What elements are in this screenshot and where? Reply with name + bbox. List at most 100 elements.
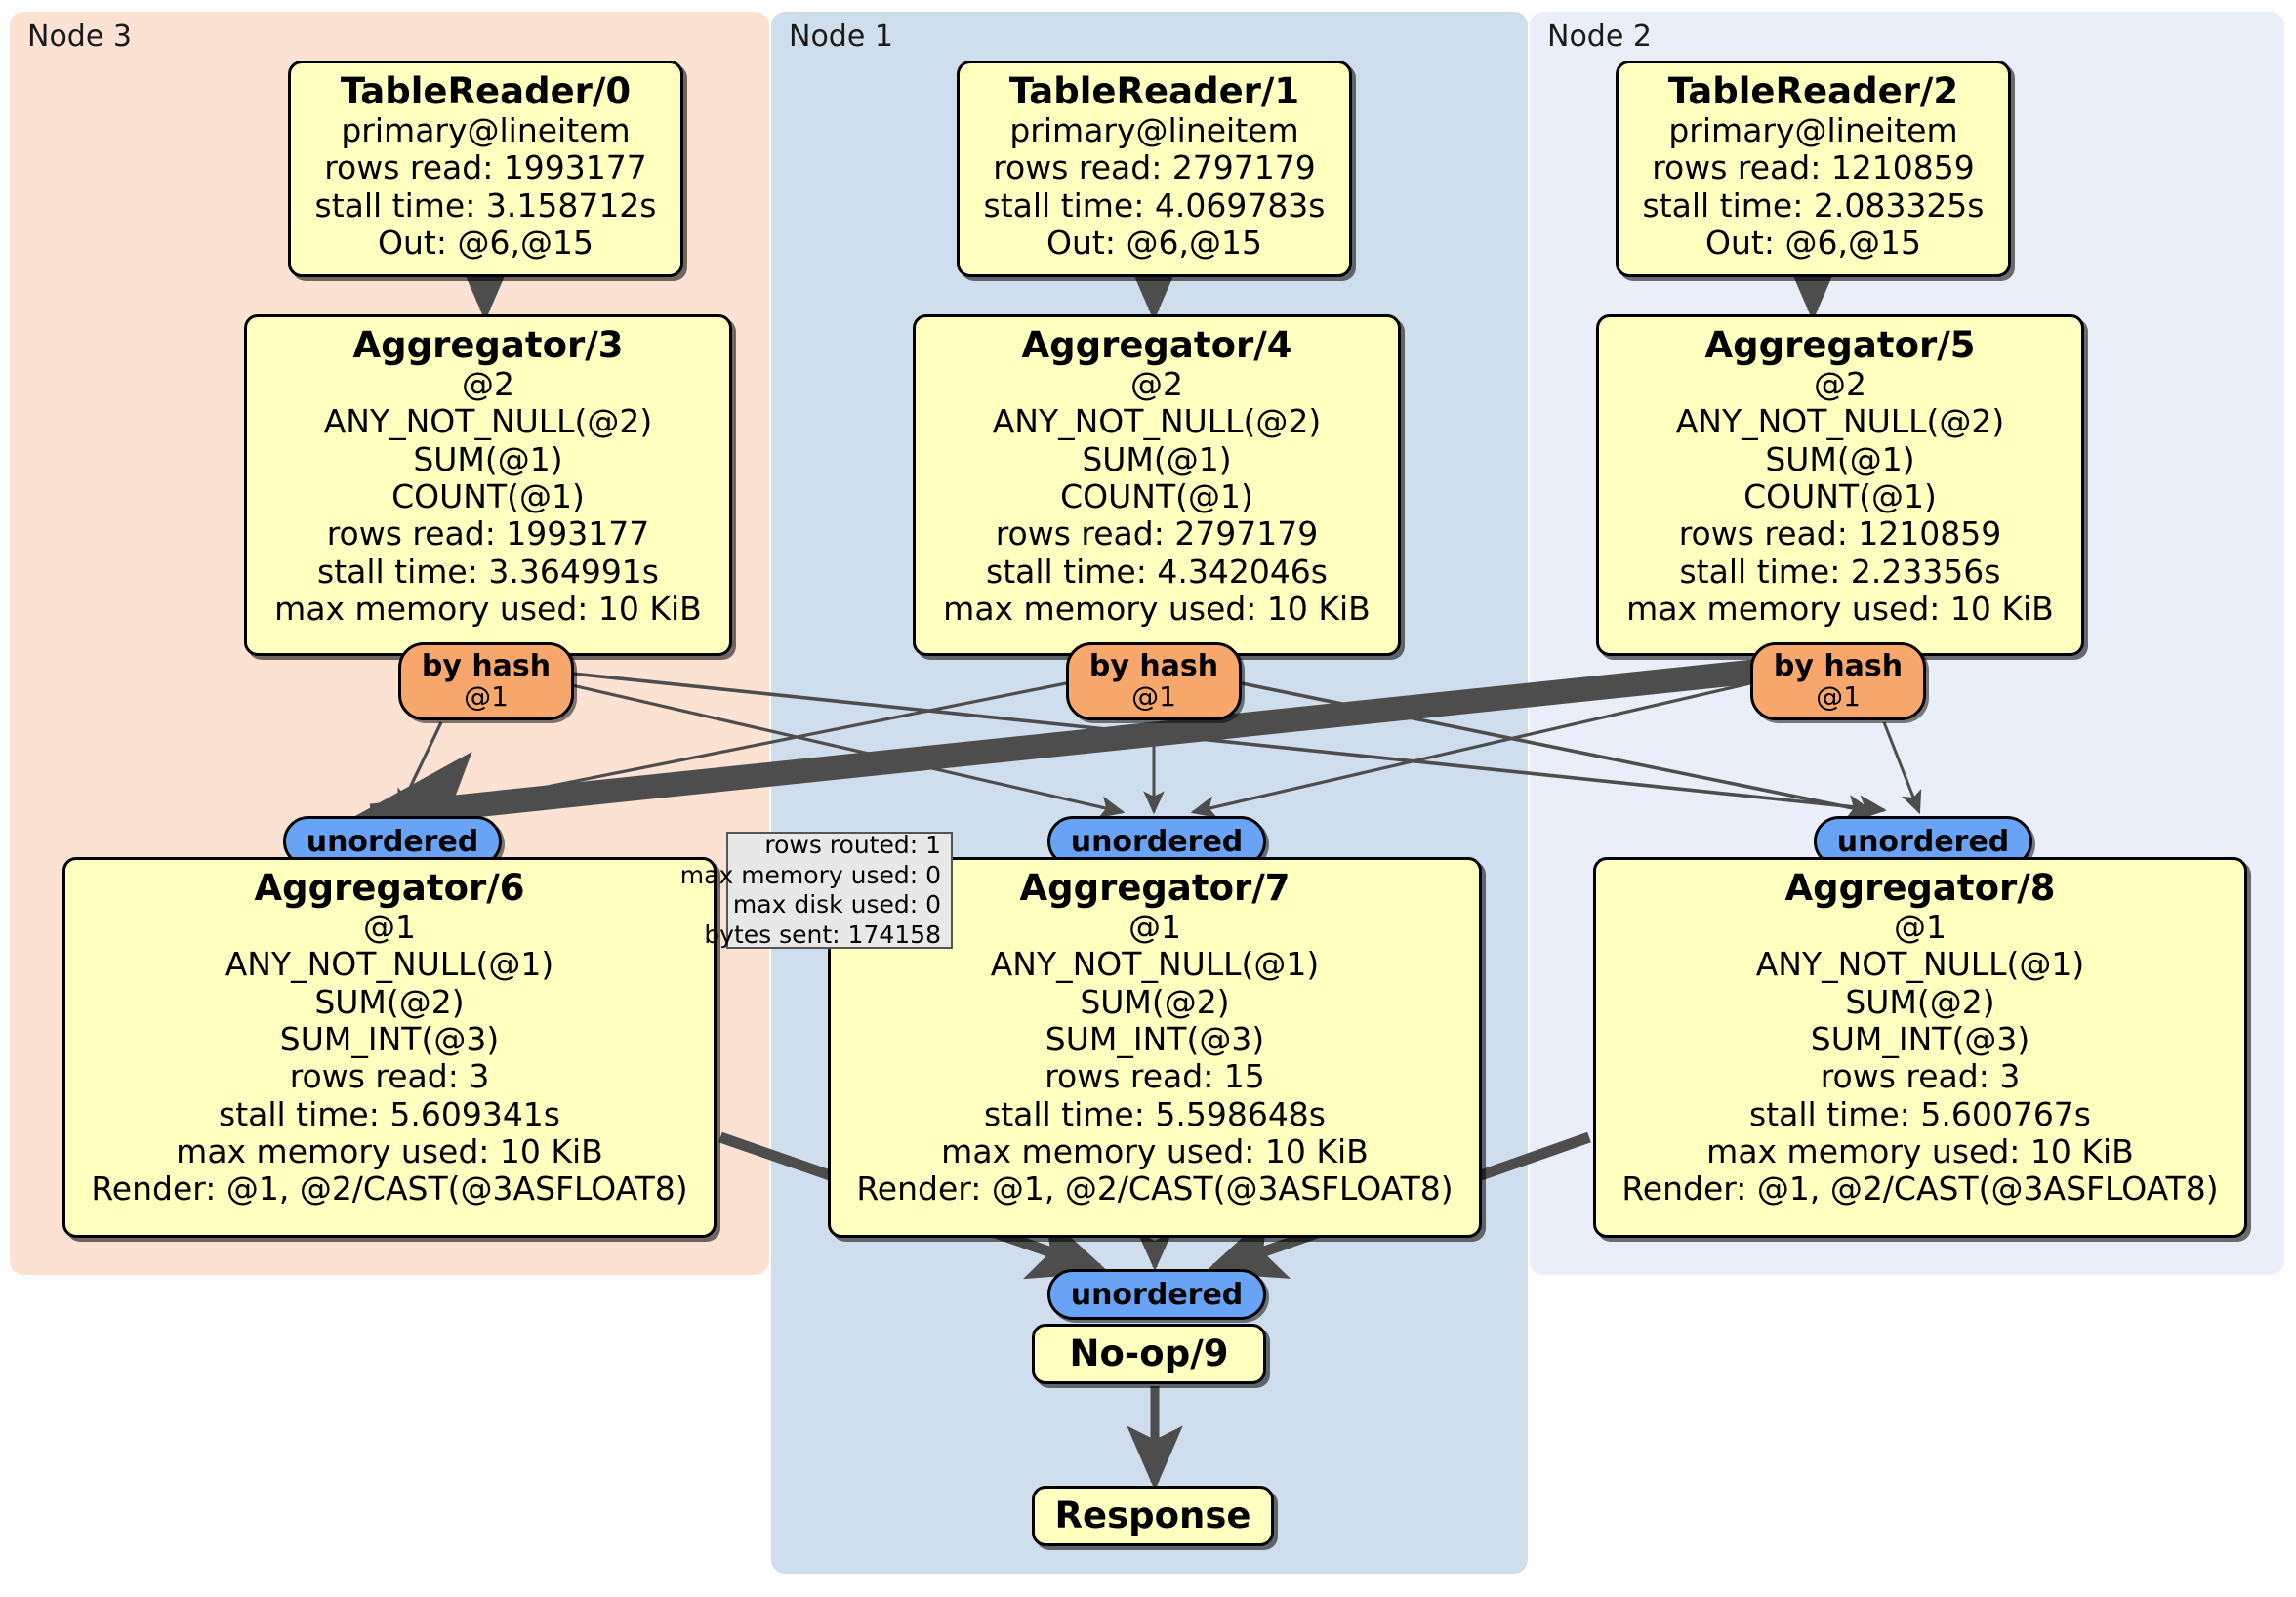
processor-title: No-op/9: [1069, 1331, 1229, 1374]
processor-line: stall time: 3.158712s: [314, 185, 657, 225]
stats-line: max memory used: 0: [679, 860, 941, 889]
stats-line: max disk used: 0: [732, 890, 941, 919]
processor-line: max memory used: 10 KiB: [1626, 589, 2054, 628]
router-subtitle: @1: [1131, 680, 1176, 714]
router-title: by hash: [1773, 649, 1904, 684]
router-title: by hash: [1088, 649, 1219, 684]
processor-line: COUNT(@1): [1743, 476, 1937, 515]
processor-line: rows read: 15: [1045, 1057, 1265, 1096]
processor-line: Out: @6,@15: [378, 223, 594, 262]
processor-line: rows read: 2797179: [995, 514, 1319, 553]
processor-line: stall time: 2.23356s: [1679, 552, 2001, 591]
panel-label-node1: Node 1: [789, 20, 893, 54]
router-byhash-node3[interactable]: by hash @1: [398, 642, 574, 720]
processor-line: SUM_INT(@3): [279, 1019, 500, 1058]
processor-line: ANY_NOT_NULL(@1): [1755, 945, 2085, 984]
processor-line: rows read: 2797179: [993, 148, 1316, 187]
edge-byhash5-unordered8: [1882, 721, 1922, 815]
processor-line: @1: [1894, 908, 1947, 947]
processor-line: @2: [1814, 365, 1866, 404]
processor-tablereader1[interactable]: TableReader/1 primary@lineitem rows read…: [957, 61, 1352, 277]
router-byhash-node1[interactable]: by hash @1: [1066, 642, 1242, 720]
processor-aggregator6[interactable]: Aggregator/6 @1 ANY_NOT_NULL(@1) SUM(@2)…: [62, 857, 717, 1238]
processor-title: Aggregator/7: [1019, 867, 1291, 909]
processor-line: Out: @6,@15: [1046, 223, 1262, 262]
processor-line: SUM(@1): [1765, 439, 1915, 478]
processor-line: ANY_NOT_NULL(@2): [992, 402, 1322, 441]
processor-line: @2: [1130, 365, 1183, 404]
processor-line: rows read: 1993177: [324, 148, 647, 187]
processor-line: primary@lineitem: [341, 111, 631, 150]
processor-line: SUM(@1): [413, 439, 563, 478]
processor-tablereader0[interactable]: TableReader/0 primary@lineitem rows read…: [288, 61, 683, 277]
panel-label-node3: Node 3: [27, 20, 132, 54]
processor-line: rows read: 1210859: [1678, 514, 2002, 553]
processor-line: stall time: 2.083325s: [1642, 185, 1985, 225]
edge-byhash3-unordered8: [571, 672, 1887, 821]
processor-line: max memory used: 10 KiB: [274, 589, 702, 628]
router-title: by hash: [421, 649, 552, 684]
processor-line: ANY_NOT_NULL(@1): [225, 945, 554, 984]
processor-line: SUM(@2): [1845, 982, 1995, 1021]
processor-title: TableReader/2: [1667, 70, 1959, 112]
inbox-title: unordered: [1836, 824, 2010, 859]
processor-line: rows read: 1993177: [326, 514, 650, 553]
processor-line: max memory used: 10 KiB: [943, 589, 1371, 628]
processor-line: SUM(@2): [1080, 982, 1230, 1021]
processor-line: ANY_NOT_NULL(@1): [990, 945, 1320, 984]
processor-title: Response: [1054, 1494, 1251, 1536]
stats-line: rows routed: 1: [764, 831, 941, 859]
stats-line: bytes sent: 174158: [704, 920, 941, 949]
edge-byhash5-unordered6: [351, 659, 1755, 859]
processor-title: Aggregator/4: [1021, 324, 1292, 366]
processor-aggregator5[interactable]: Aggregator/5 @2 ANY_NOT_NULL(@2) SUM(@1)…: [1596, 314, 2084, 656]
processor-line: @1: [363, 908, 416, 947]
processor-response[interactable]: Response: [1032, 1486, 1274, 1546]
processor-line: max memory used: 10 KiB: [941, 1131, 1369, 1170]
processor-line: @1: [1128, 908, 1181, 947]
processor-aggregator8[interactable]: Aggregator/8 @1 ANY_NOT_NULL(@1) SUM(@2)…: [1593, 857, 2247, 1238]
processor-line: Out: @6,@15: [1705, 223, 1921, 262]
processor-line: stall time: 5.609341s: [219, 1094, 560, 1133]
edge-byhash5-unordered7: [1190, 681, 1751, 819]
processor-line: stall time: 4.342046s: [986, 552, 1328, 591]
processor-line: rows read: 1210859: [1652, 148, 1975, 187]
processor-line: Render: @1, @2/CAST(@3ASFLOAT8): [1621, 1169, 2219, 1208]
processor-noop9[interactable]: No-op/9: [1032, 1324, 1266, 1384]
processor-title: Aggregator/5: [1704, 324, 1976, 366]
processor-title: Aggregator/3: [352, 324, 624, 366]
router-byhash-node2[interactable]: by hash @1: [1750, 642, 1926, 720]
processor-line: COUNT(@1): [1060, 476, 1253, 515]
processor-line: Render: @1, @2/CAST(@3ASFLOAT8): [91, 1169, 688, 1208]
processor-line: rows read: 3: [1820, 1057, 2021, 1096]
router-subtitle: @1: [464, 680, 509, 714]
processor-title: TableReader/1: [1008, 70, 1300, 112]
processor-line: COUNT(@1): [391, 476, 585, 515]
processor-line: stall time: 5.600767s: [1749, 1094, 2091, 1133]
processor-line: stall time: 3.364991s: [317, 552, 659, 591]
inbox-title: unordered: [1070, 1277, 1244, 1312]
processor-line: Render: @1, @2/CAST(@3ASFLOAT8): [856, 1169, 1454, 1208]
inbox-unordered-noop9[interactable]: unordered: [1047, 1269, 1266, 1320]
edge-byhash3-unordered7: [571, 683, 1126, 819]
processor-line: max memory used: 10 KiB: [176, 1131, 603, 1170]
processor-tablereader2[interactable]: TableReader/2 primary@lineitem rows read…: [1616, 61, 2011, 277]
processor-line: SUM(@2): [314, 982, 465, 1021]
processor-line: stall time: 4.069783s: [983, 185, 1326, 225]
processor-line: SUM_INT(@3): [1810, 1019, 2030, 1058]
processor-line: ANY_NOT_NULL(@2): [323, 402, 653, 441]
processor-title: Aggregator/6: [254, 867, 525, 909]
panel-label-node2: Node 2: [1547, 20, 1652, 54]
router-subtitle: @1: [1816, 680, 1861, 714]
processor-line: @2: [462, 365, 514, 404]
processor-title: Aggregator/8: [1784, 867, 2056, 909]
stream-stats-tooltip: rows routed: 1 max memory used: 0 max di…: [680, 831, 953, 949]
processor-line: rows read: 3: [289, 1057, 490, 1096]
processor-aggregator3[interactable]: Aggregator/3 @2 ANY_NOT_NULL(@2) SUM(@1)…: [244, 314, 732, 656]
processor-line: max memory used: 10 KiB: [1706, 1131, 2134, 1170]
processor-line: SUM(@1): [1082, 439, 1232, 478]
inbox-title: unordered: [306, 824, 479, 859]
processor-aggregator4[interactable]: Aggregator/4 @2 ANY_NOT_NULL(@2) SUM(@1)…: [913, 314, 1401, 656]
